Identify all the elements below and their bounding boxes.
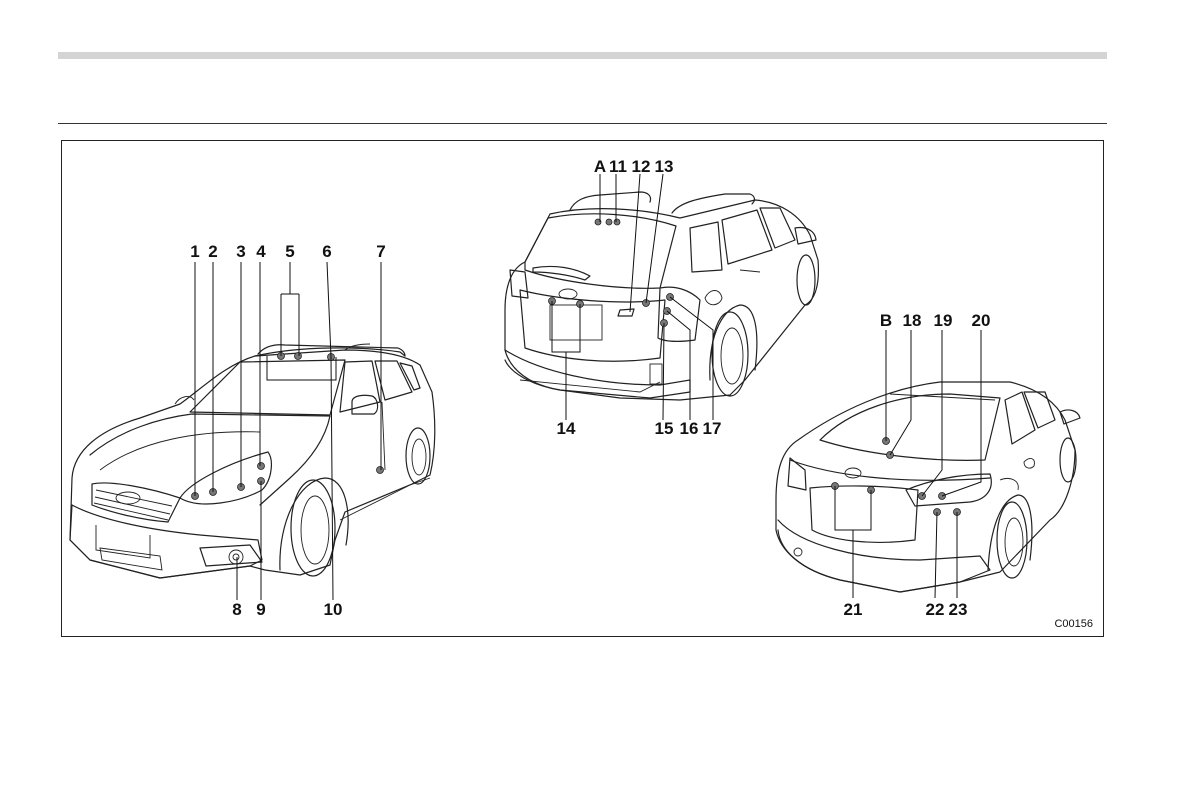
rear-view-wagon	[505, 174, 818, 420]
callout-5: 5	[285, 242, 294, 261]
callout-16: 16	[680, 419, 699, 438]
callout-A: A	[594, 157, 606, 176]
callout-2: 2	[208, 242, 217, 261]
callout-B: B	[880, 311, 892, 330]
callout-10: 10	[324, 600, 343, 619]
rear-view-sedan	[776, 330, 1080, 598]
callout-17: 17	[703, 419, 722, 438]
callout-7: 7	[376, 242, 385, 261]
callout-12: 12	[632, 157, 651, 176]
callout-22: 22	[926, 600, 945, 619]
front-view-wagon	[70, 262, 435, 600]
figure-code: C00156	[1054, 618, 1093, 630]
callout-14: 14	[557, 419, 576, 438]
callout-18: 18	[903, 311, 922, 330]
callout-11: 11	[609, 157, 627, 176]
callout-13: 13	[655, 157, 674, 176]
callout-9: 9	[256, 600, 265, 619]
callout-1: 1	[190, 242, 199, 261]
callout-labels: 1 2 3 4 5 6 7 8 9 10 A 11 12 13 14 15 16…	[190, 157, 1093, 630]
callout-21: 21	[844, 600, 863, 619]
callout-4: 4	[256, 242, 266, 261]
callout-3: 3	[236, 242, 245, 261]
callout-20: 20	[972, 311, 991, 330]
callout-8: 8	[232, 600, 241, 619]
callout-23: 23	[949, 600, 968, 619]
callout-15: 15	[655, 419, 674, 438]
callout-19: 19	[934, 311, 953, 330]
callout-6: 6	[322, 242, 331, 261]
